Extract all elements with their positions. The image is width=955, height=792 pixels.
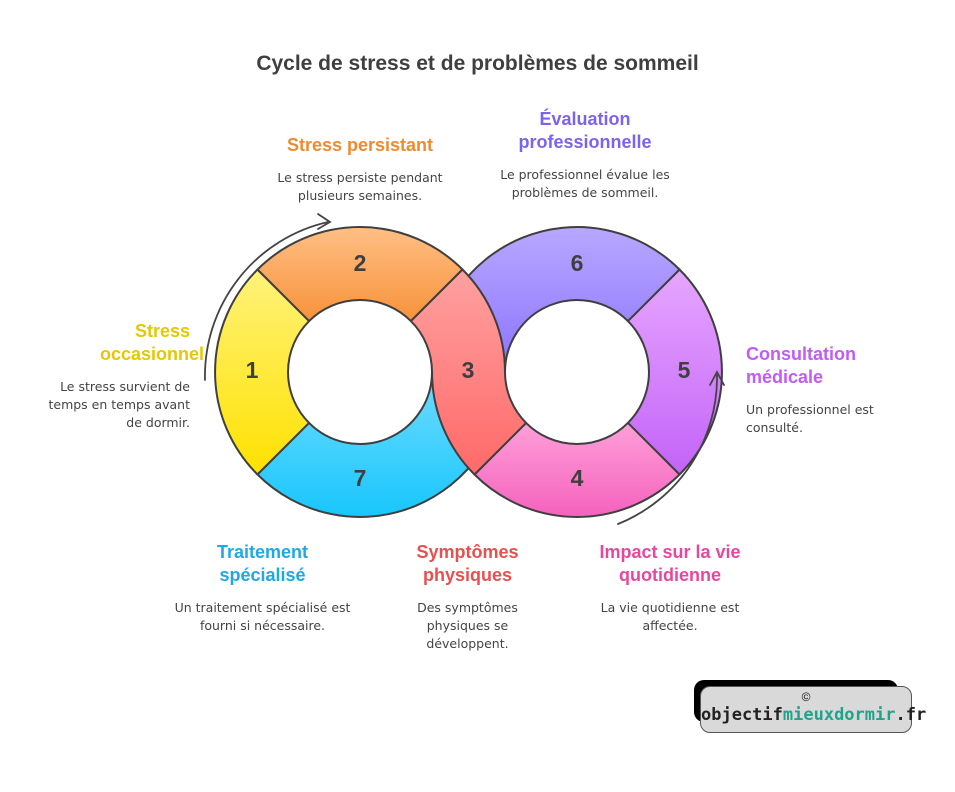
segment-2: [256, 226, 464, 323]
step-6-label: Évaluation professionnelle Le profession…: [480, 108, 690, 202]
cycle-arrow-right-head: [709, 370, 725, 386]
segment-1: [214, 268, 311, 476]
step-5-title: Consultation médicale: [746, 344, 856, 387]
segment-3-number: 3: [462, 357, 475, 383]
step-3-title: Symptômes physiques: [416, 542, 519, 585]
segment-2-number: 2: [354, 250, 367, 276]
step-2-desc: Le stress persiste pendant plusieurs sem…: [277, 170, 443, 203]
step-2-title: Stress persistant: [286, 135, 434, 155]
step-3-desc: Des symptômes physiques se développent.: [417, 600, 518, 651]
step-3-label: Symptômes physiques Des symptômes physiq…: [390, 541, 545, 653]
segment-5: [626, 268, 723, 476]
segment-4: [473, 421, 681, 518]
cycle-arrow-right: [617, 374, 718, 525]
segment-1-number: 1: [246, 357, 259, 383]
segment-7-number: 7: [354, 465, 367, 491]
segment-3: [409, 268, 528, 476]
objectifmieuxdormir-logo: © objectifmieuxdormir.fr: [694, 680, 926, 733]
page-title: Cycle de stress et de problèmes de somme…: [256, 52, 699, 75]
step-2-label: Stress persistant Le stress persiste pen…: [255, 134, 465, 205]
step-5-label: Consultation médicale Un professionnel e…: [746, 343, 916, 437]
step-6-title: Évaluation professionnelle: [518, 109, 652, 152]
step-4-label: Impact sur la vie quotidienne La vie quo…: [580, 541, 760, 635]
logo-brand-dark: objectif: [701, 705, 783, 725]
segment-4-number: 4: [571, 465, 584, 491]
step-5-desc: Un professionnel est consulté.: [746, 402, 874, 435]
copyright-symbol: ©: [801, 690, 811, 704]
step-7-title: Traitement spécialisé: [216, 542, 309, 585]
cycle-arrow-left: [204, 221, 329, 381]
logo-brand-green: mieuxdormir: [782, 705, 896, 725]
logo-brand-tld: .fr: [895, 705, 927, 725]
step-1-desc: Le stress survient de temps en temps ava…: [48, 379, 190, 430]
step-6-desc: Le professionnel évalue les problèmes de…: [500, 167, 670, 200]
step-4-title: Impact sur la vie quotidienne: [599, 542, 741, 585]
cycle-arrow-left-head: [317, 213, 332, 230]
step-1-label: Stress occasionnel Le stress survient de…: [20, 320, 205, 432]
step-7-label: Traitement spécialisé Un traitement spéc…: [170, 541, 355, 635]
step-4-desc: La vie quotidienne est affectée.: [600, 600, 740, 633]
step-7-desc: Un traitement spécialisé est fourni si n…: [174, 600, 351, 633]
segment-5-number: 5: [678, 357, 691, 383]
step-1-title: Stress occasionnel: [100, 321, 205, 364]
segment-6-number: 6: [571, 250, 584, 276]
